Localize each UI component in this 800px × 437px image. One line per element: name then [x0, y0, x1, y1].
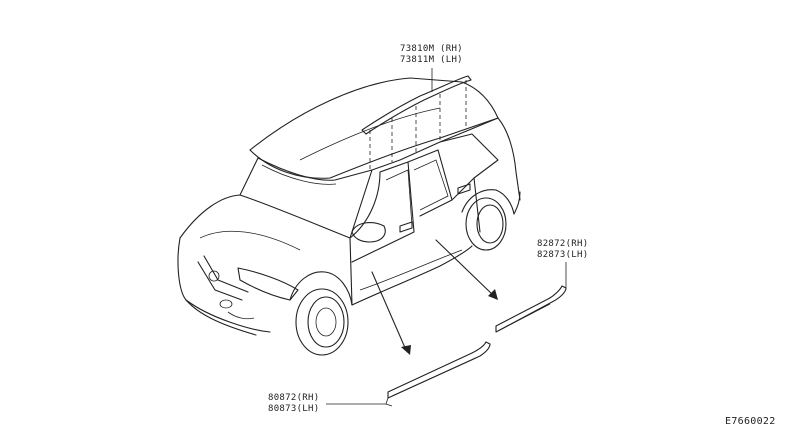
roof-rail-guides — [369, 80, 467, 172]
roof-rail-rh-label: 73810M (RH) — [400, 44, 463, 54]
diagram-code: E7660022 — [725, 416, 776, 427]
roof-rail-lh-label: 73811M (LH) — [400, 55, 463, 65]
rear-door-molding-part — [495, 262, 567, 333]
roof-rail-part — [361, 68, 472, 135]
rear-door-molding-rh-label: 82872(RH) — [537, 239, 589, 249]
rear-door-molding-lh-label: 82873(LH) — [537, 250, 589, 260]
assembly-arrows — [371, 239, 498, 355]
front-door-molding-lh-label: 80873(LH) — [268, 404, 320, 414]
front-door-molding-rh-label: 80872(RH) — [268, 393, 320, 403]
front-door-molding-part — [385, 341, 491, 407]
vehicle-body — [177, 77, 521, 356]
